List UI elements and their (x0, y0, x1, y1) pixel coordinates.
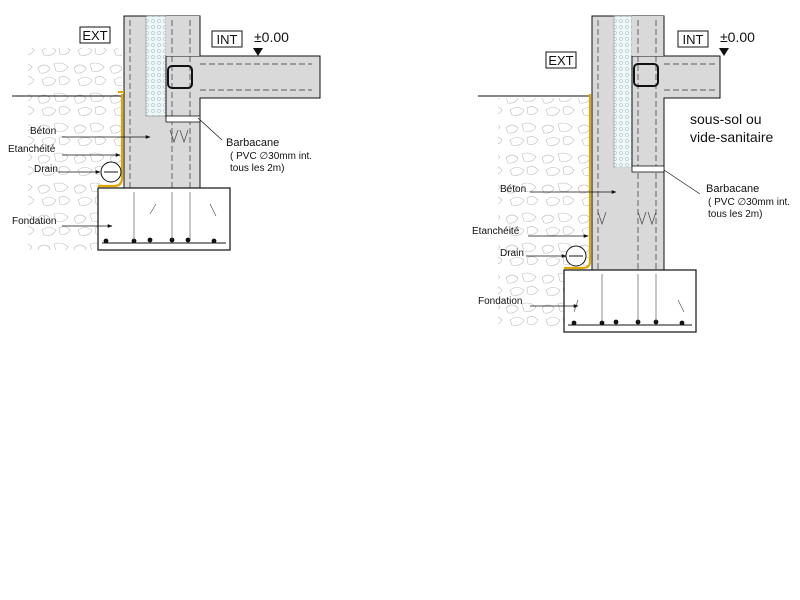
label-barbacane-spec-1: ( PVC ∅30mm int. (230, 151, 312, 162)
int-tag (211, 30, 243, 48)
label-barbacane-spec-1: ( PVC ∅30mm int. (708, 197, 790, 208)
waterproofing-membrane (564, 94, 592, 270)
barbacane-pipe (631, 165, 665, 173)
int-label: INT (217, 32, 238, 47)
ext-label: EXT (82, 28, 107, 43)
ring-beam-rebar (633, 63, 659, 87)
label-drain: Drain (500, 248, 524, 259)
ring-beam-rebar (167, 65, 193, 89)
ext-tag (545, 51, 577, 69)
label-fondation: Fondation (12, 216, 56, 227)
level-label: ±0.00 (254, 29, 289, 45)
level-marker (253, 48, 263, 56)
soil-exterior (28, 48, 122, 250)
int-label: INT (683, 32, 704, 47)
label-barbacane-spec-2: tous les 2m) (230, 163, 284, 174)
int-tag (677, 30, 709, 48)
label-barbacane: Barbacane (706, 183, 759, 195)
level-label: ±0.00 (720, 29, 755, 45)
waterproofing-membrane (98, 94, 124, 188)
label-etancheite: Etanchéité (8, 144, 56, 155)
ext-label: EXT (548, 53, 573, 68)
detail-2: EXT INT ±0.00 sous-sol ou vide-sanitaire… (472, 15, 790, 333)
barbacane-pipe (165, 115, 201, 123)
label-fondation: Fondation (478, 296, 522, 307)
insulation-strip (145, 15, 167, 117)
label-barbacane-spec-2: tous les 2m) (708, 209, 762, 220)
label-drain: Drain (34, 164, 58, 175)
level-marker (719, 48, 729, 56)
detail-1: EXT INT ±0.00 Béton Etanchéité Drain Fon… (8, 15, 321, 251)
room-label-line-1: sous-sol ou (690, 111, 762, 127)
upper-wall (166, 16, 200, 56)
label-beton: Béton (500, 184, 526, 195)
label-barbacane: Barbacane (226, 137, 279, 149)
ext-tag (79, 26, 111, 44)
soil-exterior (498, 98, 590, 332)
footing (563, 269, 697, 333)
room-label-line-2: vide-sanitaire (690, 129, 773, 145)
insulation-strip (613, 15, 633, 169)
label-etancheite: Etanchéité (472, 226, 520, 237)
label-beton: Béton (30, 126, 56, 137)
footing (97, 187, 231, 251)
